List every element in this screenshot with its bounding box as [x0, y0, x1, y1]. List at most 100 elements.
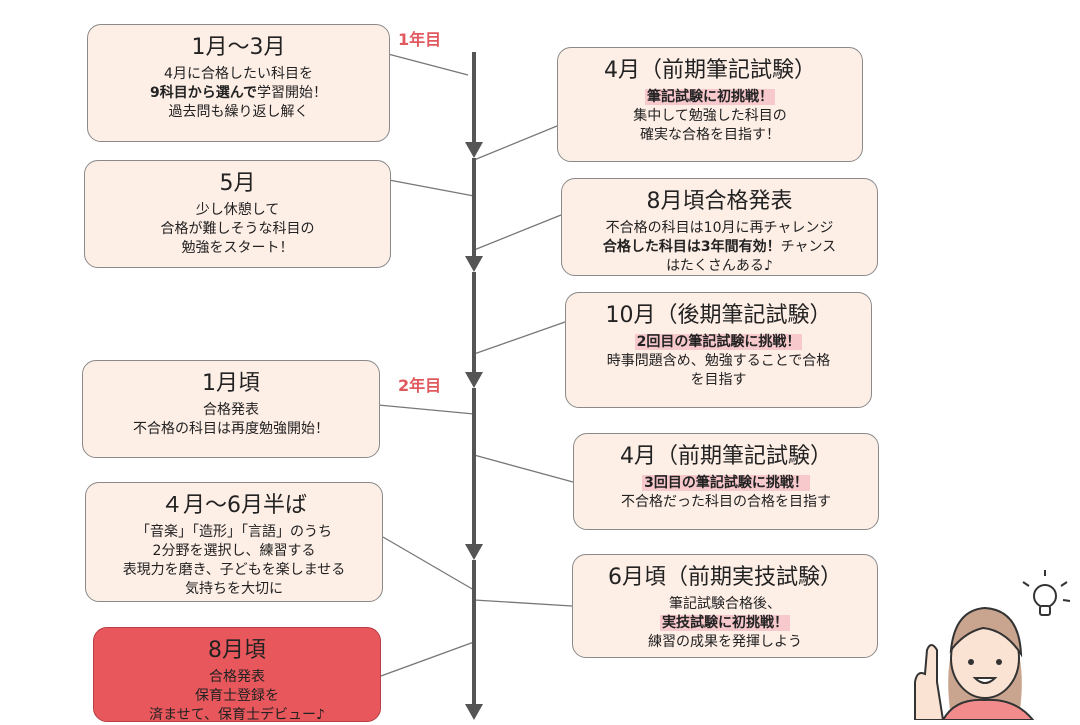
card-title: 4月（前期筆記試験）	[604, 58, 816, 83]
connector-line	[473, 599, 573, 607]
card-title: 6月頃（前期実技試験）	[608, 565, 842, 590]
body-text: はたくさんある♪	[666, 258, 773, 274]
emphasis-text: 3回目の筆記試験に挑戦！	[642, 475, 810, 491]
right-card-3: 10月（後期筆記試験） 2回目の筆記試験に挑戦！ 時事問題含め、勉強することで合格を…	[565, 292, 872, 408]
timeline-axis	[465, 52, 483, 720]
connector-line	[388, 179, 475, 197]
card-line: 筆記試験に初挑戦！	[566, 88, 854, 107]
card-title: ４月〜6月半ば	[161, 493, 307, 518]
connector-line	[473, 214, 562, 251]
body-text: 保育士登録を	[195, 688, 279, 704]
card-title: 1月頃	[202, 371, 260, 396]
card-line: 表現力を磨き、子どもを楽しませる	[94, 561, 374, 580]
card-line: 合格発表	[91, 401, 371, 420]
card-line: 9科目から選んで学習開始！	[96, 84, 381, 103]
timeline-arrowhead	[465, 142, 483, 158]
emphasis-text: 実技試験に初挑戦！	[660, 615, 790, 631]
emphasis-text: 9科目から選んで	[149, 85, 258, 101]
body-text: 少し休憩して	[195, 202, 280, 218]
body-text: 時事問題含め、勉強することで合格	[606, 353, 831, 369]
body-text: 気持ちを大切に	[185, 581, 283, 597]
card-line: 不合格だった科目の合格を目指す	[582, 493, 870, 512]
body-text: 「音楽」「造形」「言語」のうち	[136, 524, 332, 540]
body-text: 筆記試験合格後、	[669, 596, 781, 612]
connector-line	[473, 321, 566, 355]
body-text: 合格発表	[209, 669, 265, 685]
card-line: 不合格の科目は10月に再チャレンジ	[570, 219, 869, 238]
body-text: を目指す	[690, 372, 747, 388]
card-line: 4月に合格したい科目を	[96, 65, 381, 84]
body-text: チャンス	[780, 239, 837, 255]
card-line: 実技試験に初挑戦！	[581, 614, 869, 633]
card-title: 5月	[219, 171, 256, 196]
card-line: 確実な合格を目指す！	[566, 126, 854, 145]
connector-line	[377, 404, 475, 415]
body-text: 集中して勉強した科目の	[633, 108, 787, 124]
card-line: 時事問題含め、勉強することで合格	[574, 352, 863, 371]
timeline-arrowhead	[465, 372, 483, 388]
right-card-1: 4月（前期筆記試験） 筆記試験に初挑戦！ 集中して勉強した科目の確実な合格を目指す！	[557, 47, 863, 162]
card-line: 集中して勉強した科目の	[566, 107, 854, 126]
right-card-5: 6月頃（前期実技試験） 筆記試験合格後、実技試験に初挑戦！ 練習の成果を発揮しよう	[572, 554, 878, 658]
card-title: 10月（後期筆記試験）	[605, 303, 832, 328]
connector-line	[387, 53, 469, 76]
year-label-2: 2年目	[398, 376, 442, 395]
body-text: 2分野を選択し、練習する	[152, 543, 316, 559]
right-card-4: 4月（前期筆記試験） 3回目の筆記試験に挑戦！ 不合格だった科目の合格を目指す	[573, 433, 879, 530]
card-line: 2分野を選択し、練習する	[94, 542, 374, 561]
card-line: 合格が難しそうな科目の	[93, 220, 382, 239]
right-card-2: 8月頃合格発表不合格の科目は10月に再チャレンジ合格した科目は3年間有効！チャン…	[561, 178, 878, 276]
emphasis-text: 2回目の筆記試験に挑戦！	[634, 334, 803, 350]
connector-line	[473, 454, 574, 483]
card-line: 筆記試験合格後、	[581, 595, 869, 614]
card-line: 合格発表	[102, 668, 372, 687]
body-text: 確実な合格を目指す！	[640, 127, 780, 143]
emphasis-text: 合格した科目は3年間有効！	[602, 239, 781, 255]
card-title: 4月（前期筆記試験）	[620, 444, 832, 469]
body-text: 不合格だった科目の合格を目指す	[621, 494, 831, 510]
card-line: 少し休憩して	[93, 201, 382, 220]
body-text: 済ませて、保育士デビュー♪	[149, 707, 325, 723]
body-text: 過去問も繰り返し解く	[168, 104, 309, 120]
card-line: 合格した科目は3年間有効！チャンス	[570, 238, 869, 257]
connector-line	[382, 536, 475, 591]
left-card-2: 5月少し休憩して合格が難しそうな科目の勉強をスタート！	[84, 160, 391, 268]
teacher-illustration	[914, 570, 1071, 720]
card-line: 「音楽」「造形」「言語」のうち	[94, 523, 374, 542]
left-card-3: 1月頃合格発表不合格の科目は再度勉強開始！	[82, 360, 380, 458]
body-text: 合格発表	[203, 402, 259, 418]
timeline-arrowhead	[465, 704, 483, 720]
body-text: 学習開始！	[257, 85, 328, 101]
connector-line	[473, 125, 558, 161]
body-text: 不合格の科目は10月に再チャレンジ	[605, 220, 834, 236]
card-line: 済ませて、保育士デビュー♪	[102, 706, 372, 725]
card-line: 2回目の筆記試験に挑戦！	[574, 333, 863, 352]
body-text: 練習の成果を発揮しよう	[648, 634, 802, 650]
card-title: 8月頃合格発表	[646, 189, 793, 214]
timeline-arrowhead	[465, 544, 483, 560]
card-line: 勉強をスタート！	[93, 239, 382, 258]
card-line: 過去問も繰り返し解く	[96, 103, 381, 122]
card-line: 気持ちを大切に	[94, 580, 374, 599]
body-text: 表現力を磨き、子どもを楽しませる	[122, 562, 346, 578]
card-line: はたくさんある♪	[570, 257, 869, 276]
card-line: を目指す	[574, 371, 863, 390]
card-line: 練習の成果を発揮しよう	[581, 633, 869, 652]
year-label-1: 1年目	[398, 30, 442, 49]
body-text: 不合格の科目は再度勉強開始！	[133, 421, 329, 437]
card-line: 保育士登録を	[102, 687, 372, 706]
body-text: 合格が難しそうな科目の	[160, 221, 315, 237]
left-card-4: ４月〜6月半ば「音楽」「造形」「言語」のうち 2分野を選択し、練習する表現力を磨き…	[85, 482, 383, 602]
connector-lines	[377, 53, 574, 677]
card-title: 1月〜3月	[191, 35, 286, 60]
left-card-5: 8月頃合格発表保育士登録を済ませて、保育士デビュー♪	[93, 627, 381, 725]
card-title: 8月頃	[208, 638, 266, 663]
card-line: 3回目の筆記試験に挑戦！	[582, 474, 870, 493]
connector-line	[380, 641, 475, 677]
timeline-arrowhead	[465, 256, 483, 272]
emphasis-text: 筆記試験に初挑戦！	[645, 89, 775, 105]
body-text: 4月に合格したい科目を	[164, 66, 313, 82]
card-line: 不合格の科目は再度勉強開始！	[91, 420, 371, 439]
